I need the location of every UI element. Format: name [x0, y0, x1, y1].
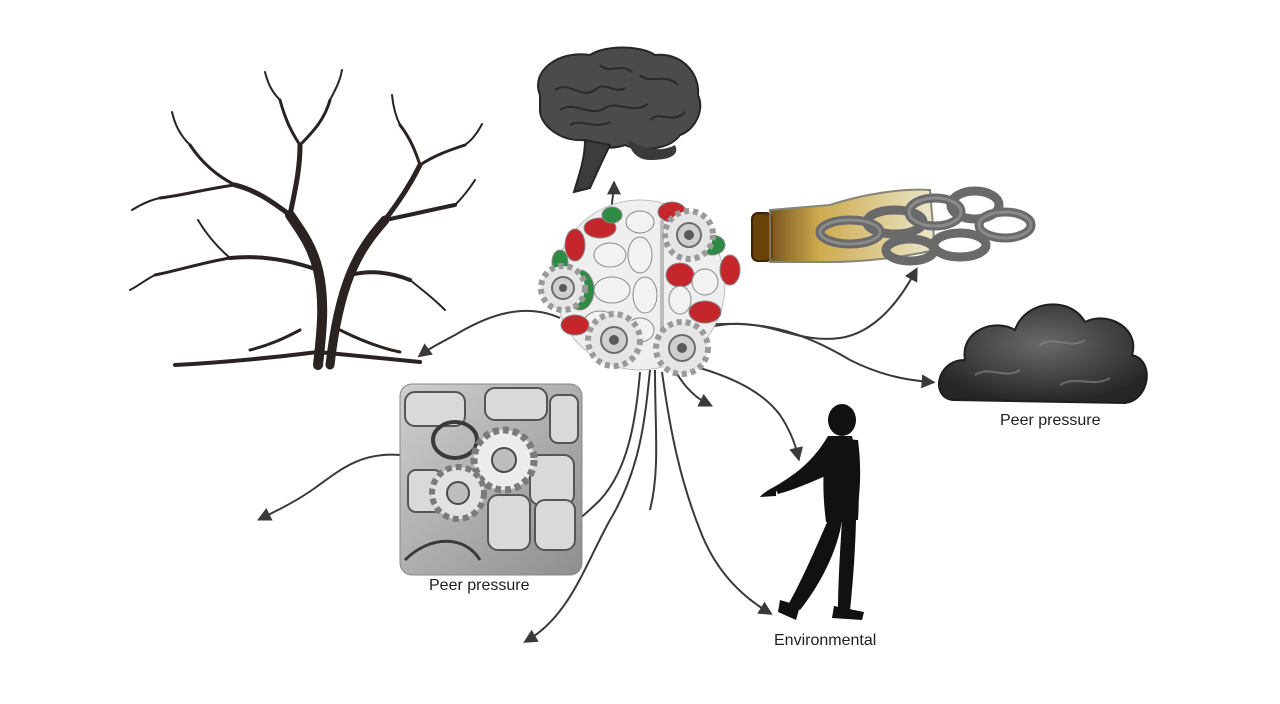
- storm-cloud-icon: [938, 303, 1148, 405]
- connector-to-person: [699, 367, 803, 462]
- gear-icon: [662, 208, 716, 262]
- connector-to-tree: [417, 309, 561, 358]
- connector-to-cloud: [704, 322, 936, 389]
- label-environmental: Environmental: [774, 632, 877, 649]
- pill-cluster-with-gears-icon: [538, 199, 741, 377]
- connector-to-left-arrow: [256, 453, 401, 521]
- connector-to-bottom-arrow: [523, 369, 651, 643]
- connector-to-photo: [577, 371, 641, 521]
- gears-and-cans-photo: [399, 383, 583, 576]
- brain-icon: [537, 46, 702, 194]
- dead-tree-icon: [129, 69, 483, 370]
- label-peer-pressure-left: Peer pressure: [429, 577, 530, 594]
- walking-person-icon: [760, 404, 864, 620]
- connector-extra: [649, 369, 658, 511]
- gear-icon: [585, 311, 643, 369]
- gear-icon: [538, 263, 588, 313]
- connector-to-environmental: [661, 371, 773, 615]
- gear-icon: [653, 319, 711, 377]
- label-peer-pressure-right: Peer pressure: [1000, 412, 1101, 429]
- connector-to-brain: [606, 180, 621, 206]
- bottle-with-chains-icon: [751, 186, 1036, 266]
